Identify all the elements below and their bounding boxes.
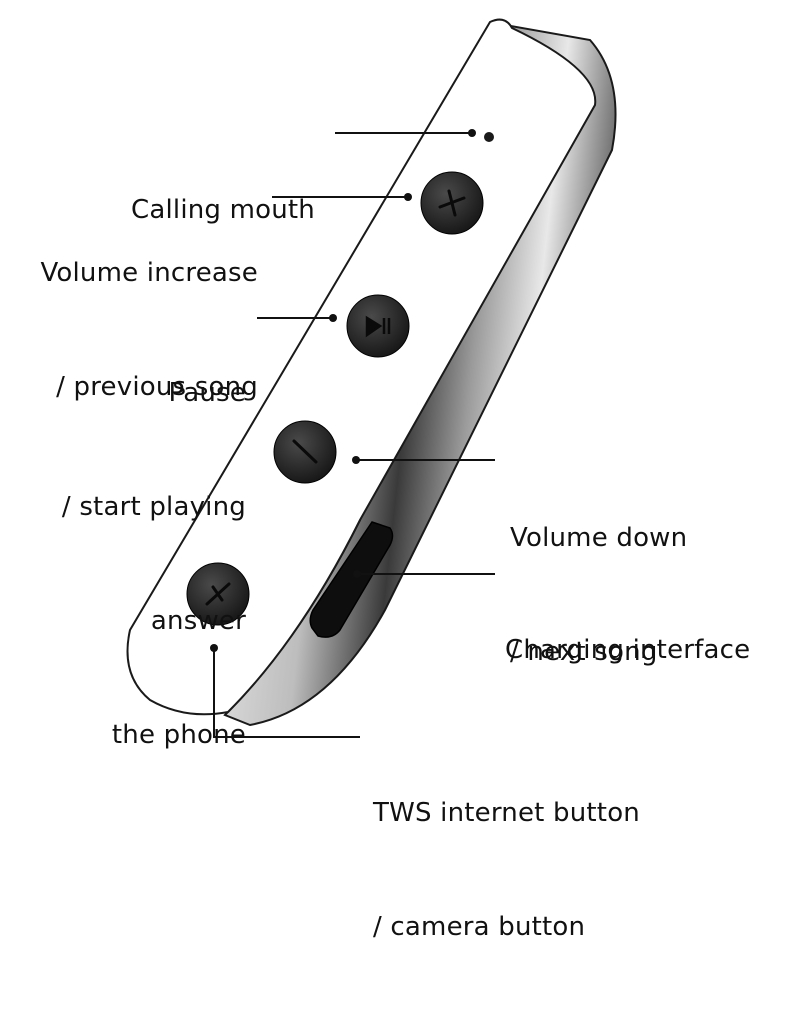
label-volume-increase: Volume increase / previous song [10,178,258,482]
calling-mouth-dot [484,132,494,142]
leader-dot-charging [353,570,361,578]
tws-camera-button[interactable] [186,562,250,626]
minus-icon [292,439,318,464]
play-pause-icon [365,315,391,338]
label-volume-increase-line2: / previous song [56,372,258,402]
volume-down-button[interactable] [273,420,337,484]
label-tws: TWS internet button / camera button [373,718,793,1022]
label-volume-down-line2: / next song [510,637,658,667]
label-pause-line4: the phone [111,720,246,750]
label-pause-line3: answer [150,606,246,636]
charging-port [309,521,394,638]
leader-tws [213,650,360,738]
device-illustration [126,18,617,738]
device-diagram: Calling mouth Volume increase / previous… [10,18,795,942]
label-pause-line2: / start playing [61,492,246,522]
label-calling-mouth: Calling mouth [110,115,315,305]
volume-increase-button[interactable] [420,171,484,235]
label-charging-text: Charging interface [505,635,751,665]
pause-play-button[interactable] [346,294,410,358]
label-pause: Pause / start playing answer the phone [20,298,246,830]
label-volume-down: Volume down / next song [510,443,790,747]
leader-dot-tws [210,644,218,652]
label-tws-line2: / camera button [373,912,586,942]
t-icon [205,582,231,606]
leader-dot-volume-down [352,456,360,464]
leader-dot-calling-mouth [468,129,476,137]
label-charging: Charging interface [505,555,795,745]
label-calling-mouth-text: Calling mouth [131,195,315,225]
label-volume-down-line1: Volume down [510,523,688,553]
label-pause-line1: Pause [168,378,246,408]
label-volume-increase-line1: Volume increase [40,258,258,288]
leader-dot-volume-increase [404,193,412,201]
leader-dot-pause [329,314,337,322]
plus-icon [438,189,466,217]
